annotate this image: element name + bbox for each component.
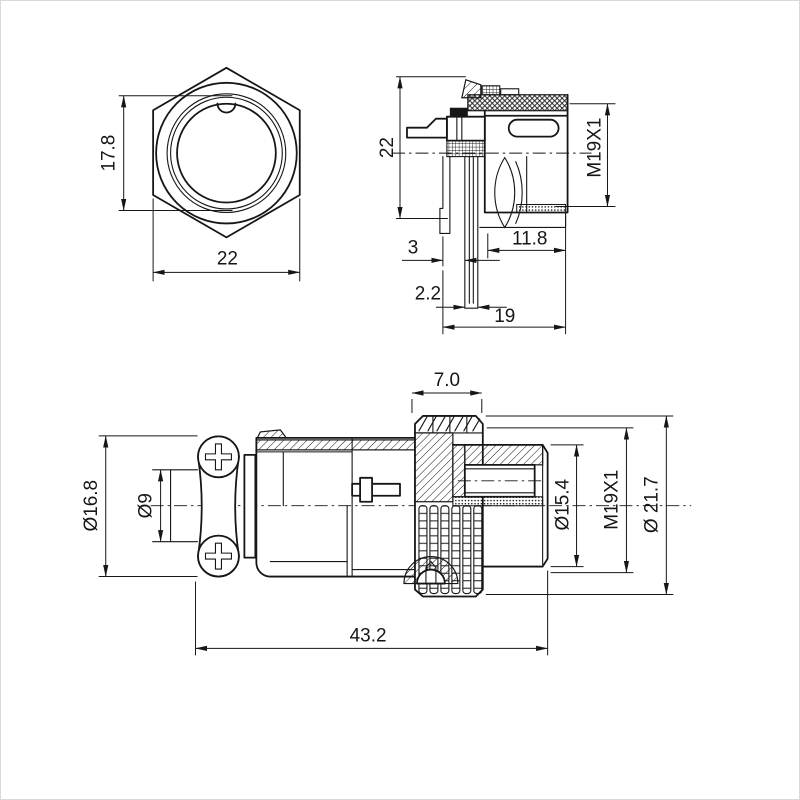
front-width-dimension: 22 bbox=[152, 198, 301, 282]
hex-nut-outline bbox=[152, 66, 301, 239]
plug-clamp-od-dimension: Ø16.8 bbox=[81, 435, 198, 578]
contact-pin bbox=[351, 482, 401, 497]
plug-total-length-dimension: 43.2 bbox=[195, 570, 549, 656]
shell-outline bbox=[483, 93, 569, 214]
socket-height-dimension: 22 bbox=[377, 76, 466, 219]
cable-plug-view: 7.0 Ø16.8 Ø9 Ø15.4 M19X1 Ø 21 bbox=[81, 370, 692, 656]
panel-socket-view: 22 M19X1 3 11.8 2.2 19 bbox=[377, 76, 616, 335]
front-width-label: 22 bbox=[217, 248, 238, 269]
bayonet-spring-detail bbox=[403, 556, 459, 585]
bayonet-slot bbox=[507, 118, 560, 138]
locating-key-block bbox=[449, 107, 468, 117]
socket-length-dimension: 19 bbox=[442, 270, 566, 335]
rear-thread-band bbox=[516, 203, 567, 213]
insert-lens-profile bbox=[494, 156, 516, 229]
key-lug-section bbox=[461, 79, 482, 99]
socket-panel-label: 3 bbox=[408, 237, 419, 258]
plug-body bbox=[255, 429, 416, 578]
plug-knurl-width-dimension: 7.0 bbox=[411, 370, 483, 413]
solder-pin bbox=[464, 156, 479, 309]
socket-height-label: 22 bbox=[377, 137, 398, 158]
plug-clamp-od-label: Ø16.8 bbox=[81, 480, 102, 532]
front-height-label: 17.8 bbox=[99, 135, 120, 172]
plug-cable-id-label: Ø9 bbox=[136, 493, 157, 518]
clamp-screw-top bbox=[197, 435, 240, 479]
anti-rotation-tab bbox=[406, 117, 448, 139]
socket-body bbox=[406, 79, 569, 309]
flange-skirt bbox=[439, 156, 451, 234]
body-wall-section bbox=[255, 439, 416, 451]
body-shoulder-section bbox=[256, 429, 288, 439]
socket-length-label: 19 bbox=[494, 306, 515, 327]
front-shell bbox=[451, 443, 549, 568]
plug-knurl-width-label: 7.0 bbox=[434, 370, 460, 391]
top-detail-step bbox=[500, 88, 520, 96]
plug-thread-label: M19X1 bbox=[601, 470, 622, 530]
shell-wall-section-top bbox=[464, 444, 544, 466]
shell-section-band bbox=[467, 94, 569, 112]
clamp-screw-bottom bbox=[197, 534, 240, 578]
socket-thread-label: M19X1 bbox=[585, 118, 606, 178]
front-height-dimension: 17.8 bbox=[99, 95, 233, 211]
plug-front-od-dimension: Ø15.4 bbox=[550, 444, 584, 568]
plug-ring-od-dimension: Ø 21.7 bbox=[485, 415, 674, 596]
plug-thread-dimension: M19X1 bbox=[486, 427, 634, 574]
socket-thread-length-label: 11.8 bbox=[512, 228, 547, 249]
keyway-notch bbox=[216, 102, 237, 114]
shell-wall-section-left bbox=[452, 444, 466, 498]
plug-ring-od-label: Ø 21.7 bbox=[641, 476, 662, 533]
socket-pin-width-label: 2.2 bbox=[415, 283, 441, 304]
front-view: 17.8 22 bbox=[99, 66, 301, 282]
sealing-gasket bbox=[446, 140, 486, 158]
top-detail-block bbox=[481, 85, 501, 96]
plug-total-length-label: 43.2 bbox=[350, 625, 387, 646]
strain-relief-clamp bbox=[152, 435, 257, 578]
socket-panel-dimension: 3 bbox=[401, 236, 500, 267]
clamp-plate bbox=[243, 453, 257, 559]
shell-knurl-band bbox=[452, 496, 544, 507]
thread-circles bbox=[155, 81, 298, 225]
plug-cable-id-dimension: Ø9 bbox=[136, 469, 164, 543]
socket-thread-dimension: M19X1 bbox=[555, 103, 616, 207]
ring-wall-section bbox=[414, 432, 454, 503]
socket-pin-width-dimension: 2.2 bbox=[415, 283, 507, 310]
socket-thread-length-dimension: 11.8 bbox=[487, 215, 567, 335]
panel-nut bbox=[445, 115, 486, 142]
plug-front-od-label: Ø15.4 bbox=[553, 479, 574, 531]
contact-pin-flange bbox=[359, 476, 373, 503]
